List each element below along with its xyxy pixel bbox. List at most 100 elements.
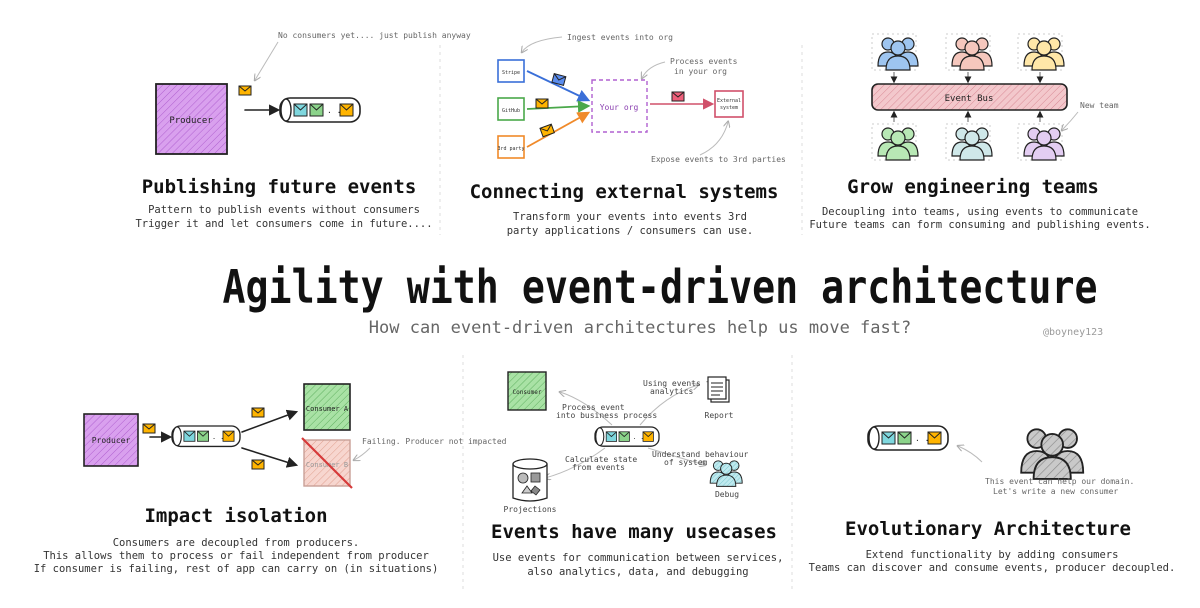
isolation-desc-1: Consumers are decoupled from producers.: [113, 537, 360, 549]
stripe-label: Stripe: [502, 70, 520, 76]
panel-isolation: Producer Consumer A Consumer B Failing. …: [34, 383, 507, 575]
third-party-source-box: [497, 135, 525, 159]
usecase-arrow: [560, 392, 613, 426]
event-bus-label: Event Bus: [945, 94, 994, 104]
panel-connecting: Stripe GitHub 3rd party Your org Externa…: [470, 33, 786, 237]
usecases-desc-2: also analytics, data, and debugging: [527, 566, 748, 578]
expose-note-arrow: [699, 122, 728, 156]
ingest-arrow-orange: [526, 111, 591, 148]
publishing-desc-2: Trigger it and let consumers come in fut…: [135, 218, 432, 230]
consumer-b-label: Consumer B: [306, 461, 348, 469]
process-note-arrow: [642, 61, 666, 78]
usecase-note: into business process: [556, 411, 657, 420]
consumer-label: Consumer: [513, 389, 542, 396]
connecting-desc-2: party applications / consumers can use.: [507, 225, 754, 237]
panel-teams: Event Bus New team Grow engineering team…: [809, 33, 1151, 231]
usecase-arrow: [545, 447, 606, 478]
producer-label: Producer: [92, 436, 131, 445]
new-team-arrow: [1062, 111, 1079, 130]
envelope-icon: [535, 98, 549, 109]
evolution-desc-1: Extend functionality by adding consumers: [866, 549, 1119, 561]
event-bus-bar: [871, 83, 1068, 111]
your-org-box: [591, 79, 648, 133]
usecase-note: Understand behaviour: [652, 450, 749, 459]
ingest-note: Ingest events into org: [567, 33, 673, 42]
ingest-arrow-blue: [526, 70, 591, 102]
process-note-1: Process events: [670, 57, 738, 66]
failing-note: Failing. Producer not impacted: [362, 437, 507, 446]
team-icon: [1023, 127, 1065, 161]
header-area: Agility with event-driven architecture H…: [223, 260, 1104, 338]
usecases-title: Events have many usecases: [491, 521, 777, 543]
note-arrow: [255, 41, 279, 80]
ingest-arrow-green: [526, 100, 591, 113]
envelope-icon: [251, 459, 265, 470]
subtitle: How can event-driven architectures help …: [369, 318, 911, 338]
note-arrow: [958, 446, 983, 463]
ingest-note-arrow: [522, 36, 563, 52]
producer-box: [83, 413, 139, 467]
panel-publishing: Producer No consumers yet.... just publi…: [135, 31, 470, 230]
your-org-label: Your org: [600, 103, 639, 112]
isolation-desc-2: This allows them to process or fail inde…: [43, 550, 429, 562]
consumer-box: [507, 371, 547, 411]
stripe-source-box: [497, 59, 525, 83]
evolution-title: Evolutionary Architecture: [845, 518, 1131, 540]
teams-desc-2: Future teams can form consuming and publ…: [809, 219, 1150, 231]
teams-title: Grow engineering teams: [847, 176, 1099, 198]
team-icon: [951, 127, 993, 161]
producer-box: [155, 83, 228, 155]
usecase-note: from events: [572, 463, 625, 472]
publishing-title: Publishing future events: [142, 176, 417, 198]
event-stream-icon: [171, 425, 241, 448]
usecase-note: Calculate state: [565, 455, 637, 464]
usecase-arrow: [647, 447, 705, 465]
consumer-a-arrow: [241, 409, 299, 433]
panel-evolution: This event can help our domain. Let's wr…: [809, 425, 1176, 574]
event-stream-icon: [279, 97, 361, 123]
envelope-icon: [539, 123, 555, 138]
external-label-2: system: [720, 105, 738, 111]
consumer-b-arrow: [241, 447, 299, 468]
team-icon: [951, 37, 993, 71]
producer-label: Producer: [169, 116, 213, 126]
external-label-1: External: [717, 98, 741, 104]
process-note-2: in your org: [674, 67, 727, 76]
report-icon: [707, 376, 730, 403]
new-team-note: New team: [1080, 101, 1119, 110]
envelope-icon: [671, 91, 685, 102]
envelope-icon: [251, 407, 265, 418]
usecase-note: of system: [664, 458, 708, 467]
evolution-desc-2: Teams can discover and consume events, p…: [809, 562, 1176, 574]
connecting-desc-1: Transform your events into events 3rd: [513, 211, 747, 223]
debug-label: Debug: [715, 490, 739, 499]
main-title: Agility with event-driven architecture: [223, 260, 1098, 314]
isolation-title: Impact isolation: [144, 505, 327, 527]
evolution-note-1: This event can help our domain.: [985, 477, 1134, 486]
consumer-a-label: Consumer A: [306, 405, 349, 413]
evolution-note-2: Let's write a new consumer: [993, 487, 1118, 496]
event-stream-icon: [594, 426, 660, 447]
usecases-desc-1: Use events for communication between ser…: [493, 552, 784, 564]
no-consumers-note: No consumers yet.... just publish anyway: [278, 31, 471, 40]
github-label: GitHub: [502, 108, 520, 114]
github-source-box: [497, 97, 525, 121]
panel-usecases: Consumer Process event into business pro…: [491, 371, 784, 578]
usecase-note: analytics: [650, 387, 694, 396]
report-label: Report: [705, 411, 734, 420]
isolation-desc-3: If consumer is failing, rest of app can …: [34, 563, 439, 575]
team-icon: [877, 127, 919, 161]
expose-note: Expose events to 3rd parties: [651, 155, 786, 164]
team-icon: [877, 37, 919, 71]
usecase-note: Using events for: [643, 379, 720, 388]
new-consumer-team-icon: [1020, 428, 1085, 480]
third-party-label: 3rd party: [497, 146, 524, 152]
failing-note-arrow: [354, 447, 371, 460]
team-icon: [1023, 37, 1065, 71]
usecase-arrow: [639, 385, 698, 426]
consumer-a-box: [303, 383, 351, 431]
debug-team-icon: [709, 460, 743, 487]
publishing-desc-1: Pattern to publish events without consum…: [148, 204, 420, 216]
connecting-title: Connecting external systems: [470, 181, 779, 203]
